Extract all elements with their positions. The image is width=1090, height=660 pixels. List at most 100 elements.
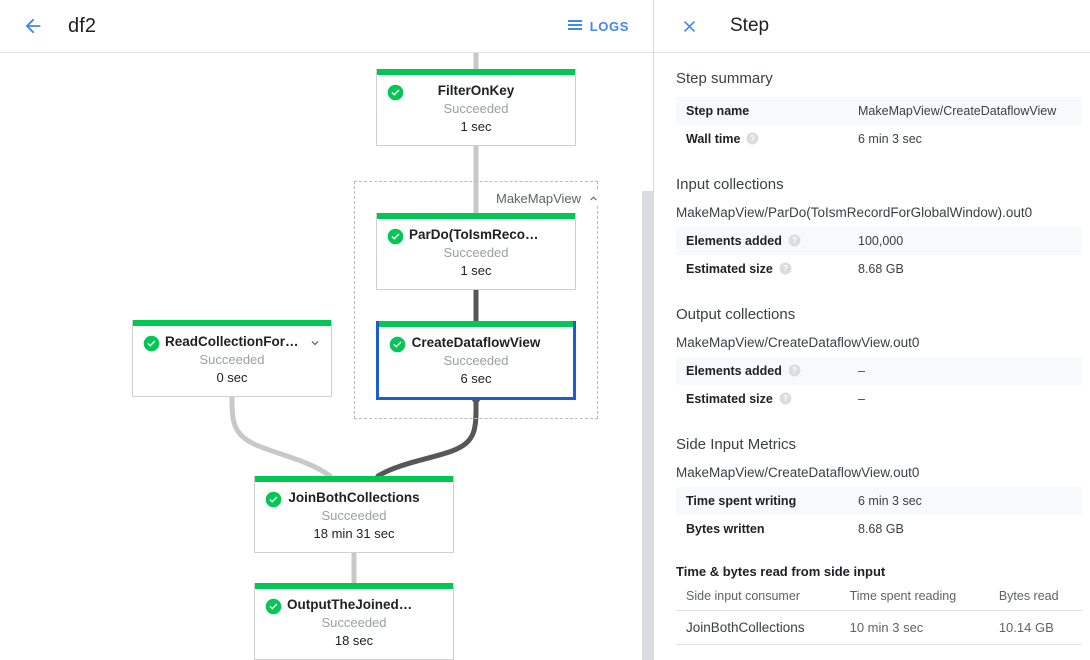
- row-value: –: [858, 392, 865, 406]
- close-icon[interactable]: [674, 11, 704, 41]
- cell-time-spent-reading: 10 min 3 sec: [839, 610, 989, 645]
- help-icon[interactable]: ?: [788, 234, 801, 247]
- row-value: –: [848, 357, 1082, 385]
- node-body: ParDo(ToIsmRecordFor… Succeeded 1 sec: [377, 219, 575, 289]
- check-circle-icon: [265, 491, 282, 508]
- chevron-up-icon[interactable]: [587, 192, 600, 205]
- node-status-bar: [255, 476, 453, 482]
- table-row[interactable]: JoinBothCollections 10 min 3 sec 10.14 G…: [676, 610, 1082, 645]
- row-label: Estimated size?: [676, 255, 848, 283]
- panel-header: Step: [654, 0, 1090, 53]
- column-header-bytes-read[interactable]: Bytes read: [988, 585, 1082, 611]
- graph-node-create-dataflow-view[interactable]: CreateDataflowView Succeeded 6 sec: [376, 321, 576, 400]
- panel-body: Step summary Step name MakeMapView/Creat…: [654, 53, 1090, 660]
- node-body: JoinBothCollections Succeeded 18 min 31 …: [255, 482, 453, 552]
- table-row: Wall time? 6 min 3 sec: [676, 125, 1082, 153]
- table-header: Side input consumer Time spent reading B…: [676, 585, 1082, 611]
- row-label: Wall time?: [676, 125, 848, 153]
- section-heading-step-summary: Step summary: [676, 70, 773, 87]
- node-status-bar: [255, 583, 453, 589]
- node-time: 1 sec: [460, 119, 492, 134]
- node-name: ReadCollectionForJoin: [165, 334, 313, 349]
- node-status-bar: [377, 213, 575, 219]
- node-status: Succeeded: [443, 245, 509, 260]
- node-name: FilterOnKey: [437, 83, 515, 98]
- row-value: 100,000: [848, 227, 1082, 255]
- row-label: Elements added?: [676, 357, 848, 385]
- table-row: Step name MakeMapView/CreateDataflowView: [676, 97, 1082, 125]
- section-heading-side-input-metrics: Side Input Metrics: [676, 436, 797, 453]
- check-circle-icon: [143, 335, 160, 352]
- node-time: 1 sec: [460, 263, 492, 278]
- svg-text:?: ?: [792, 236, 797, 245]
- graph-node-filter-on-key[interactable]: FilterOnKey Succeeded 1 sec: [376, 69, 576, 146]
- group-make-map-view[interactable]: [354, 181, 598, 419]
- cell-side-input-consumer: JoinBothCollections: [676, 610, 840, 645]
- row-label-text: Elements added: [686, 234, 782, 248]
- node-name: ParDo(ToIsmRecordFor…: [409, 227, 565, 242]
- node-status: Succeeded: [443, 353, 509, 368]
- canvas-scrollbar-thumb[interactable]: [642, 191, 653, 660]
- graph-node-read-collection-for-join[interactable]: ReadCollectionForJoin Succeeded 0 sec: [132, 320, 332, 397]
- column-header-time-spent-reading[interactable]: Time spent reading: [839, 585, 989, 611]
- help-icon[interactable]: ?: [788, 364, 801, 377]
- node-time: 6 sec: [460, 371, 492, 386]
- side-input-metrics-table: Time spent writing 6 min 3 sec Bytes wri…: [676, 487, 1082, 543]
- output-collection-name: MakeMapView/CreateDataflowView.out0: [676, 335, 920, 350]
- row-value: 8.68 GB: [858, 522, 904, 536]
- node-status: Succeeded: [321, 615, 387, 630]
- logs-button[interactable]: LOGS: [559, 12, 637, 40]
- chevron-down-icon[interactable]: [308, 336, 322, 350]
- row-label: Step name: [676, 97, 848, 125]
- table-row: Bytes written 8.68 GB: [676, 515, 1082, 543]
- node-name: OutputTheJoinedCollec…: [287, 597, 443, 612]
- node-name: CreateDataflowView: [411, 335, 541, 350]
- table-header-row: Side input consumer Time spent reading B…: [676, 585, 1082, 611]
- row-value: MakeMapView/CreateDataflowView: [848, 97, 1082, 125]
- check-circle-icon: [389, 336, 406, 353]
- pipeline-graph-canvas[interactable]: MakeMapView FilterOnKey Succeeded 1 sec: [0, 53, 653, 660]
- step-summary-table: Step name MakeMapView/CreateDataflowView…: [676, 97, 1082, 153]
- row-label: Time spent writing: [676, 487, 848, 515]
- graph-node-output-the-joined-collection[interactable]: OutputTheJoinedCollec… Succeeded 18 sec: [254, 583, 454, 660]
- back-arrow-icon[interactable]: [16, 9, 50, 43]
- node-time: 0 sec: [216, 370, 248, 385]
- node-status: Succeeded: [443, 101, 509, 116]
- svg-text:?: ?: [792, 366, 797, 375]
- row-value: 6 min 3 sec: [858, 132, 922, 146]
- table-row: Estimated size? 8.68 GB: [676, 255, 1082, 283]
- help-icon[interactable]: ?: [779, 392, 792, 405]
- output-collections-table: Elements added? – Estimated size? –: [676, 357, 1082, 413]
- input-collections-table: Elements added? 100,000 Estimated size? …: [676, 227, 1082, 283]
- table-row: Elements added? –: [676, 357, 1082, 385]
- svg-text:?: ?: [750, 134, 755, 143]
- help-icon[interactable]: ?: [746, 132, 759, 145]
- canvas-scrollbar[interactable]: [641, 53, 653, 660]
- column-header-side-input-consumer[interactable]: Side input consumer: [676, 585, 840, 611]
- check-circle-icon: [387, 84, 404, 101]
- svg-text:?: ?: [783, 264, 788, 273]
- check-circle-icon: [265, 598, 282, 615]
- page-title: df2: [68, 14, 97, 37]
- graph-node-join-both-collections[interactable]: JoinBothCollections Succeeded 18 min 31 …: [254, 476, 454, 553]
- group-label-make-map-view[interactable]: MakeMapView: [492, 191, 605, 206]
- node-time: 18 min 31 sec: [313, 526, 395, 541]
- node-body: CreateDataflowView Succeeded 6 sec: [379, 327, 573, 397]
- list-icon: [567, 20, 582, 30]
- table-body: JoinBothCollections 10 min 3 sec 10.14 G…: [676, 610, 1082, 645]
- help-icon[interactable]: ?: [779, 262, 792, 275]
- table-row: Estimated size? –: [676, 385, 1082, 413]
- side-input-consumers-table: Side input consumer Time spent reading B…: [676, 585, 1082, 645]
- node-body: ReadCollectionForJoin Succeeded 0 sec: [133, 326, 331, 396]
- input-collection-name: MakeMapView/ParDo(ToIsmRecordForGlobalWi…: [676, 205, 1033, 220]
- node-status-bar: [133, 320, 331, 326]
- cell-bytes-read: 10.14 GB: [988, 610, 1082, 645]
- node-status: Succeeded: [321, 508, 387, 523]
- graph-node-pardo-to-ism-record[interactable]: ParDo(ToIsmRecordFor… Succeeded 1 sec: [376, 213, 576, 290]
- row-value: 6 min 3 sec: [848, 487, 1082, 515]
- check-circle-icon: [387, 228, 404, 245]
- node-body: FilterOnKey Succeeded 1 sec: [377, 75, 575, 145]
- row-label: Estimated size?: [676, 385, 848, 413]
- row-label-text: Estimated size: [686, 262, 773, 276]
